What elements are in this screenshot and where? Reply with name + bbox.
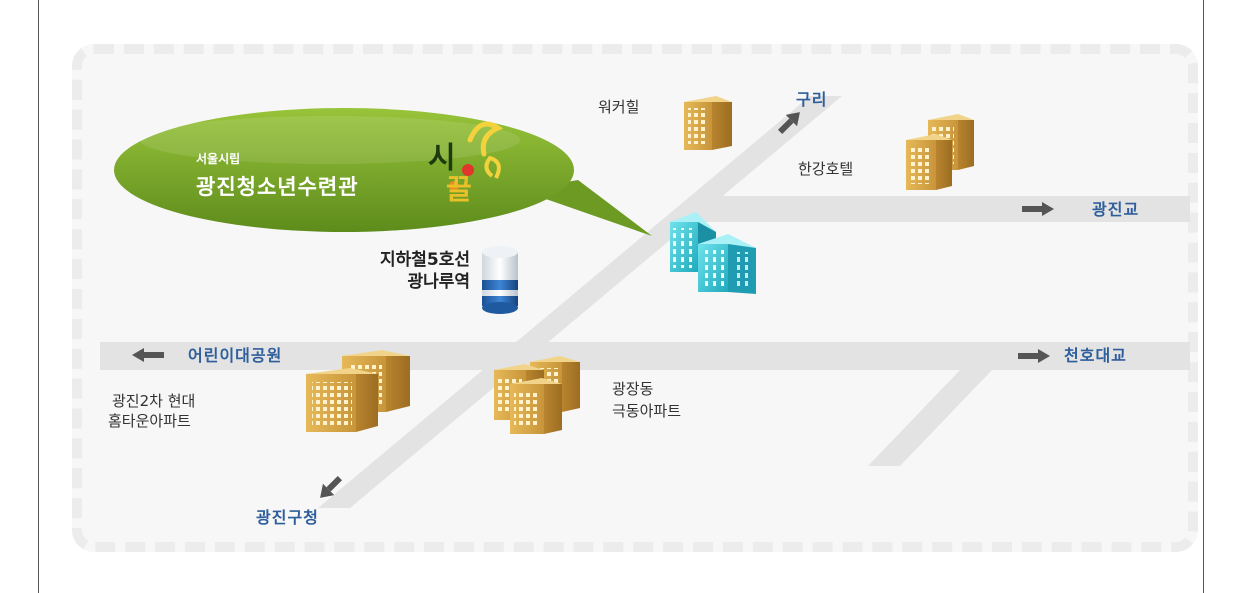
facility-bubble — [114, 108, 652, 236]
label-subway-line: 지하철5호선 — [379, 250, 470, 270]
hyundai-apartment-building — [306, 350, 410, 432]
arrow-west-icon — [132, 348, 164, 362]
road-label-childrens-park: 어린이대공원 — [188, 346, 283, 365]
target-building — [670, 212, 756, 294]
hangang-hotel-building — [906, 114, 974, 190]
page-frame — [38, 0, 1204, 593]
road-label-gwangjin-gu-office: 광진구청 — [256, 508, 319, 527]
facility-logo — [449, 121, 504, 191]
road-label-guri: 구리 — [796, 90, 828, 109]
label-hyundai-apt-2: 홈타운아파트 — [108, 412, 191, 430]
walkerhill-building — [684, 96, 732, 150]
label-hangang-hotel: 한강호텔 — [798, 160, 854, 178]
facility-logo-bottom: 끌 — [446, 173, 472, 206]
label-geukdong-apt-1: 광장동 — [612, 380, 654, 398]
direction-arrows — [132, 112, 1054, 498]
arrow-south-icon — [320, 475, 343, 498]
arrow-east-lower-icon — [1018, 349, 1050, 363]
road-branch-southeast — [868, 370, 992, 466]
label-hyundai-apt-1: 광진2차 현대 — [112, 392, 196, 410]
road-label-cheonhodaegyo: 천호대교 — [1064, 346, 1127, 365]
label-gwangnaru-station: 광나루역 — [407, 272, 470, 292]
facility-logo-top: 시 — [428, 141, 456, 176]
arrow-north-icon — [777, 112, 800, 135]
road-label-gwangjingyo: 광진교 — [1092, 200, 1140, 219]
geukdong-apartment-building — [494, 356, 580, 434]
label-walkerhill: 워커힐 — [598, 98, 640, 116]
facility-subtitle: 서울시립 — [196, 152, 241, 166]
road-east-upper — [676, 196, 1190, 222]
label-geukdong-apt-2: 극동아파트 — [612, 402, 682, 420]
subway-station-icon — [482, 246, 518, 314]
arrow-east-upper-icon — [1022, 202, 1054, 216]
facility-name: 광진청소년수련관 — [196, 175, 359, 199]
